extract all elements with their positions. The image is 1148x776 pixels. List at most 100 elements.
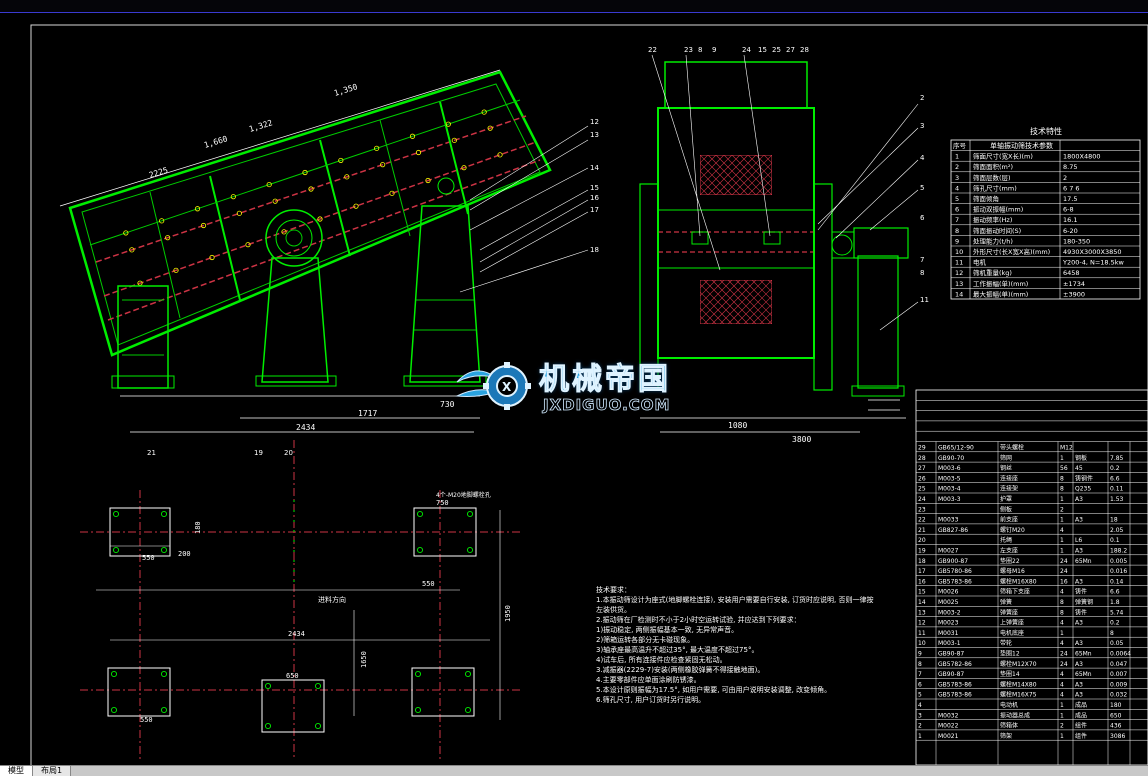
- window-top-border: [0, 0, 1148, 13]
- tab-model[interactable]: 模型: [0, 766, 33, 776]
- bom-cell: 成品: [1075, 711, 1087, 719]
- bom-cell: M0021: [938, 733, 959, 740]
- bom-cell: 27: [918, 465, 926, 472]
- bolt-dot: [461, 165, 467, 171]
- tech-cell-name: 工作振幅(单)(mm): [973, 279, 1028, 288]
- bom-cell: A3: [1075, 692, 1083, 699]
- bom-cell: M0026: [938, 589, 959, 596]
- bom-cell: 14: [918, 599, 926, 606]
- bom-cell: 2: [918, 723, 922, 730]
- side-view: 1080 3800 22 23 8 9 24 15 25 27: [639, 46, 929, 444]
- tech-cell-value: 6-20: [1063, 227, 1078, 235]
- bolt-dot: [200, 222, 207, 229]
- bom-cell: 1: [1060, 517, 1064, 524]
- svg-text:17: 17: [590, 206, 599, 214]
- bom-cell: M0022: [938, 723, 959, 730]
- svg-text:22: 22: [648, 46, 657, 54]
- drawing-canvas[interactable]: 1,350 2225 1,660 1,322 2434 1717 730 21 …: [0, 13, 1148, 765]
- bom-cell: 18: [1110, 517, 1118, 524]
- dim-1080: 1080: [728, 421, 747, 430]
- bom-cell: 24: [918, 496, 926, 503]
- svg-text:8: 8: [920, 269, 924, 277]
- tech-cell-no: 14: [955, 290, 963, 298]
- bom-cell: 1.53: [1110, 496, 1124, 503]
- bom-cell: 0.016: [1110, 568, 1127, 575]
- bom-cell: A3: [1075, 548, 1083, 555]
- svg-text:4)试车后, 所有连接件应检查紧固无松动。: 4)试车后, 所有连接件应检查紧固无松动。: [596, 655, 727, 664]
- side-callouts-right: 2 3 4 5 6 7 8 11: [920, 94, 929, 304]
- bolt-hole: [466, 546, 474, 554]
- tech-cell-no: 1: [955, 153, 959, 161]
- bom-cell: 1: [1060, 537, 1064, 544]
- bom-cell: 23: [918, 506, 926, 513]
- svg-text:11: 11: [920, 296, 929, 304]
- bom-cell: A3: [1075, 578, 1083, 585]
- bom-cell: 1: [1060, 630, 1064, 637]
- svg-text:2.振动筛在厂检测时不小于2小时空运转试验, 并应达到下列要: 2.振动筛在厂检测时不小于2小时空运转试验, 并应达到下列要求：: [596, 615, 801, 624]
- mesh-top: [700, 155, 772, 195]
- bolt-hole: [160, 546, 168, 554]
- watermark-cn: 机械帝国: [539, 362, 671, 398]
- bom-cell: 0.2: [1110, 465, 1120, 472]
- svg-text:16: 16: [590, 194, 599, 202]
- gear-wings-icon: X: [455, 362, 531, 410]
- tech-cell-no: 13: [955, 280, 963, 288]
- bolt-dot: [209, 254, 215, 261]
- svg-text:12: 12: [590, 118, 599, 126]
- screen-bolts: [123, 109, 503, 286]
- plan-dim-550b: 550: [422, 580, 435, 588]
- bom-cell: GB5783-86: [938, 578, 972, 585]
- bom-cell: M003-3: [938, 496, 961, 503]
- tech-cell-name: 最大振幅(单)(mm): [973, 289, 1028, 298]
- front-callouts-right: 12 13 14 15 16 17 18: [590, 118, 599, 254]
- bolt-dot: [266, 181, 272, 188]
- bom-cell: 托绳: [1000, 536, 1012, 544]
- bom-cell: 8: [1060, 486, 1064, 493]
- svg-text:5.本设计原则振幅为17.5°, 如用户需要, 可由用户说明: 5.本设计原则振幅为17.5°, 如用户需要, 可由用户说明安装调整, 改变倾角…: [596, 685, 831, 694]
- bolt-dot: [308, 186, 314, 192]
- bom-cell: 0.05: [1110, 640, 1124, 647]
- bolt-dot: [409, 133, 416, 139]
- tech-cell-name: 振动双振幅(mm): [973, 205, 1023, 214]
- bom-cell: 护罩: [1000, 495, 1012, 503]
- bolt-dot: [272, 198, 278, 204]
- bom-cell: 4: [1060, 589, 1064, 596]
- bom-cell: 24: [1060, 651, 1068, 658]
- bom-cell: 组件: [1075, 732, 1087, 740]
- bom-cell: M003-5: [938, 475, 961, 482]
- bom-cell: 0.14: [1110, 578, 1124, 585]
- tech-cell-name: 处理能力(t/h): [973, 236, 1013, 245]
- bom-cell: 24: [1060, 568, 1068, 575]
- bom-cell: 0.007: [1110, 671, 1127, 678]
- svg-text:8: 8: [698, 46, 702, 54]
- tech-cell-name: 筛机重量(kg): [973, 268, 1012, 277]
- bolt-hole: [160, 670, 168, 678]
- tech-cell-value: 6 7 6: [1063, 184, 1080, 192]
- svg-text:2)筛箱运转各部分无卡碰现象。: 2)筛箱运转各部分无卡碰现象。: [596, 635, 694, 644]
- bom-cell: 7: [918, 671, 922, 678]
- bom-cell: 436: [1110, 723, 1122, 730]
- bom-cell: 0.009: [1110, 681, 1127, 688]
- side-callouts-top: 22 23 8 9 24 15 25 27 28: [648, 46, 809, 54]
- bom-cell: 振动器总成: [1000, 711, 1030, 719]
- svg-text:5: 5: [920, 184, 924, 192]
- plan-label: 进料方向: [318, 595, 346, 604]
- bom-cell: 1: [1060, 496, 1064, 503]
- tab-layout1[interactable]: 布局1: [33, 766, 72, 776]
- bom-cell: 4: [1060, 692, 1064, 699]
- bom-cell: GB827-86: [938, 527, 968, 534]
- bom-cell: 0.047: [1110, 661, 1127, 668]
- bolt-dot: [481, 109, 487, 115]
- plan-dim-650: 650: [286, 672, 299, 680]
- bolt-hole: [110, 670, 118, 678]
- svg-text:1)振动稳定, 两侧振幅基本一致, 无异常声音。: 1)振动稳定, 两侧振幅基本一致, 无异常声音。: [596, 625, 738, 634]
- bom-cell: 筛箱体: [1000, 722, 1018, 730]
- bom-cell: 钢板: [1075, 454, 1087, 462]
- bolt-dot: [497, 152, 503, 158]
- tech-cell-no: 6: [955, 206, 959, 214]
- bolt-dot: [487, 125, 493, 131]
- bom-cell: 螺栓M12X70: [1000, 660, 1037, 668]
- bolt-dot: [380, 162, 386, 168]
- bom-cell: A3: [1075, 496, 1083, 503]
